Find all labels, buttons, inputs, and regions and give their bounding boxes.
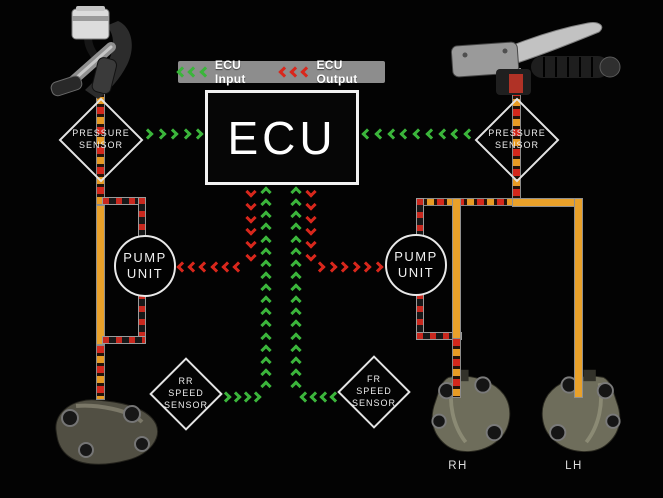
input-arrows-front-speed-vertical <box>289 186 302 392</box>
label-line: RR <box>178 376 194 387</box>
label-line: PRESSURE <box>488 128 546 139</box>
front-brake-lever-photo <box>450 22 621 95</box>
front-caliper-lh-photo <box>541 369 621 452</box>
input-arrows-rear-speed-vertical <box>259 186 272 392</box>
label-line: SPEED <box>168 388 204 399</box>
ecu-box: ECU <box>205 90 359 185</box>
output-arrows-ecu-to-rear-pump-vertical <box>244 186 257 262</box>
label-line: FR <box>367 374 381 385</box>
label-line: UNIT <box>126 266 164 281</box>
front-caliper-rh-photo <box>431 369 511 452</box>
rear-pump-loop-bottom-horizontal <box>102 336 146 344</box>
legend-input-label: ECU Input <box>214 58 246 86</box>
input-arrows-rear-pressure-to-ecu <box>142 127 204 140</box>
front-middle-line <box>452 198 461 340</box>
rear-line-to-caliper <box>96 345 105 400</box>
input-arrows-rear-speed-horizontal <box>220 390 262 403</box>
label-line: SENSOR <box>163 399 208 410</box>
label-line: PUMP <box>394 248 438 264</box>
label-line: SPEED <box>356 386 392 397</box>
caliper-label-lh: LH <box>565 460 583 472</box>
rear-caliper-photo <box>55 399 158 465</box>
front-line-to-lh-caliper <box>574 198 583 398</box>
speed-sensor-front: FR SPEED SENSOR <box>337 355 411 429</box>
rear-main-line <box>96 205 105 345</box>
rear-pump-loop-bottom-vertical <box>138 292 146 340</box>
output-arrows-to-rear-pump <box>176 260 244 273</box>
input-arrows-front-speed-horizontal <box>299 390 341 403</box>
label-line: SENSOR <box>494 140 539 150</box>
label-line: UNIT <box>397 265 435 280</box>
rear-brake-pedal-photo <box>50 6 132 99</box>
pressure-sensor-rear: PRESSURE SENSOR <box>58 97 144 183</box>
label-line: SENSOR <box>351 397 396 408</box>
input-arrows-front-pressure-to-ecu <box>361 127 475 140</box>
caliper-label-rh: RH <box>448 460 468 472</box>
label-line: PUMP <box>123 249 167 265</box>
legend-input-arrows-icon <box>176 66 211 78</box>
legend-bar: ECU Input ECU Output <box>176 58 385 86</box>
pump-unit-rear: PUMP UNIT <box>114 235 176 297</box>
front-junction-to-pump-line <box>416 198 514 206</box>
pressure-sensor-front: PRESSURE SENSOR <box>474 97 560 183</box>
speed-sensor-rear: RR SPEED SENSOR <box>149 357 223 431</box>
pump-unit-front: PUMP UNIT <box>385 234 447 296</box>
front-pump-outlet-horizontal <box>416 332 462 340</box>
ecu-label: ECU <box>227 111 337 164</box>
front-line-to-rh-caliper <box>452 338 461 398</box>
front-junction-right-line <box>512 198 583 207</box>
output-arrows-to-front-pump <box>314 260 384 273</box>
legend-output-arrows-icon <box>277 66 313 78</box>
output-arrows-ecu-to-front-pump-vertical <box>304 186 317 262</box>
legend-output-label: ECU Output <box>316 58 358 86</box>
label-line: PRESSURE <box>72 128 130 139</box>
rear-pump-loop-top-vertical <box>138 197 146 239</box>
label-line: SENSOR <box>78 140 123 150</box>
